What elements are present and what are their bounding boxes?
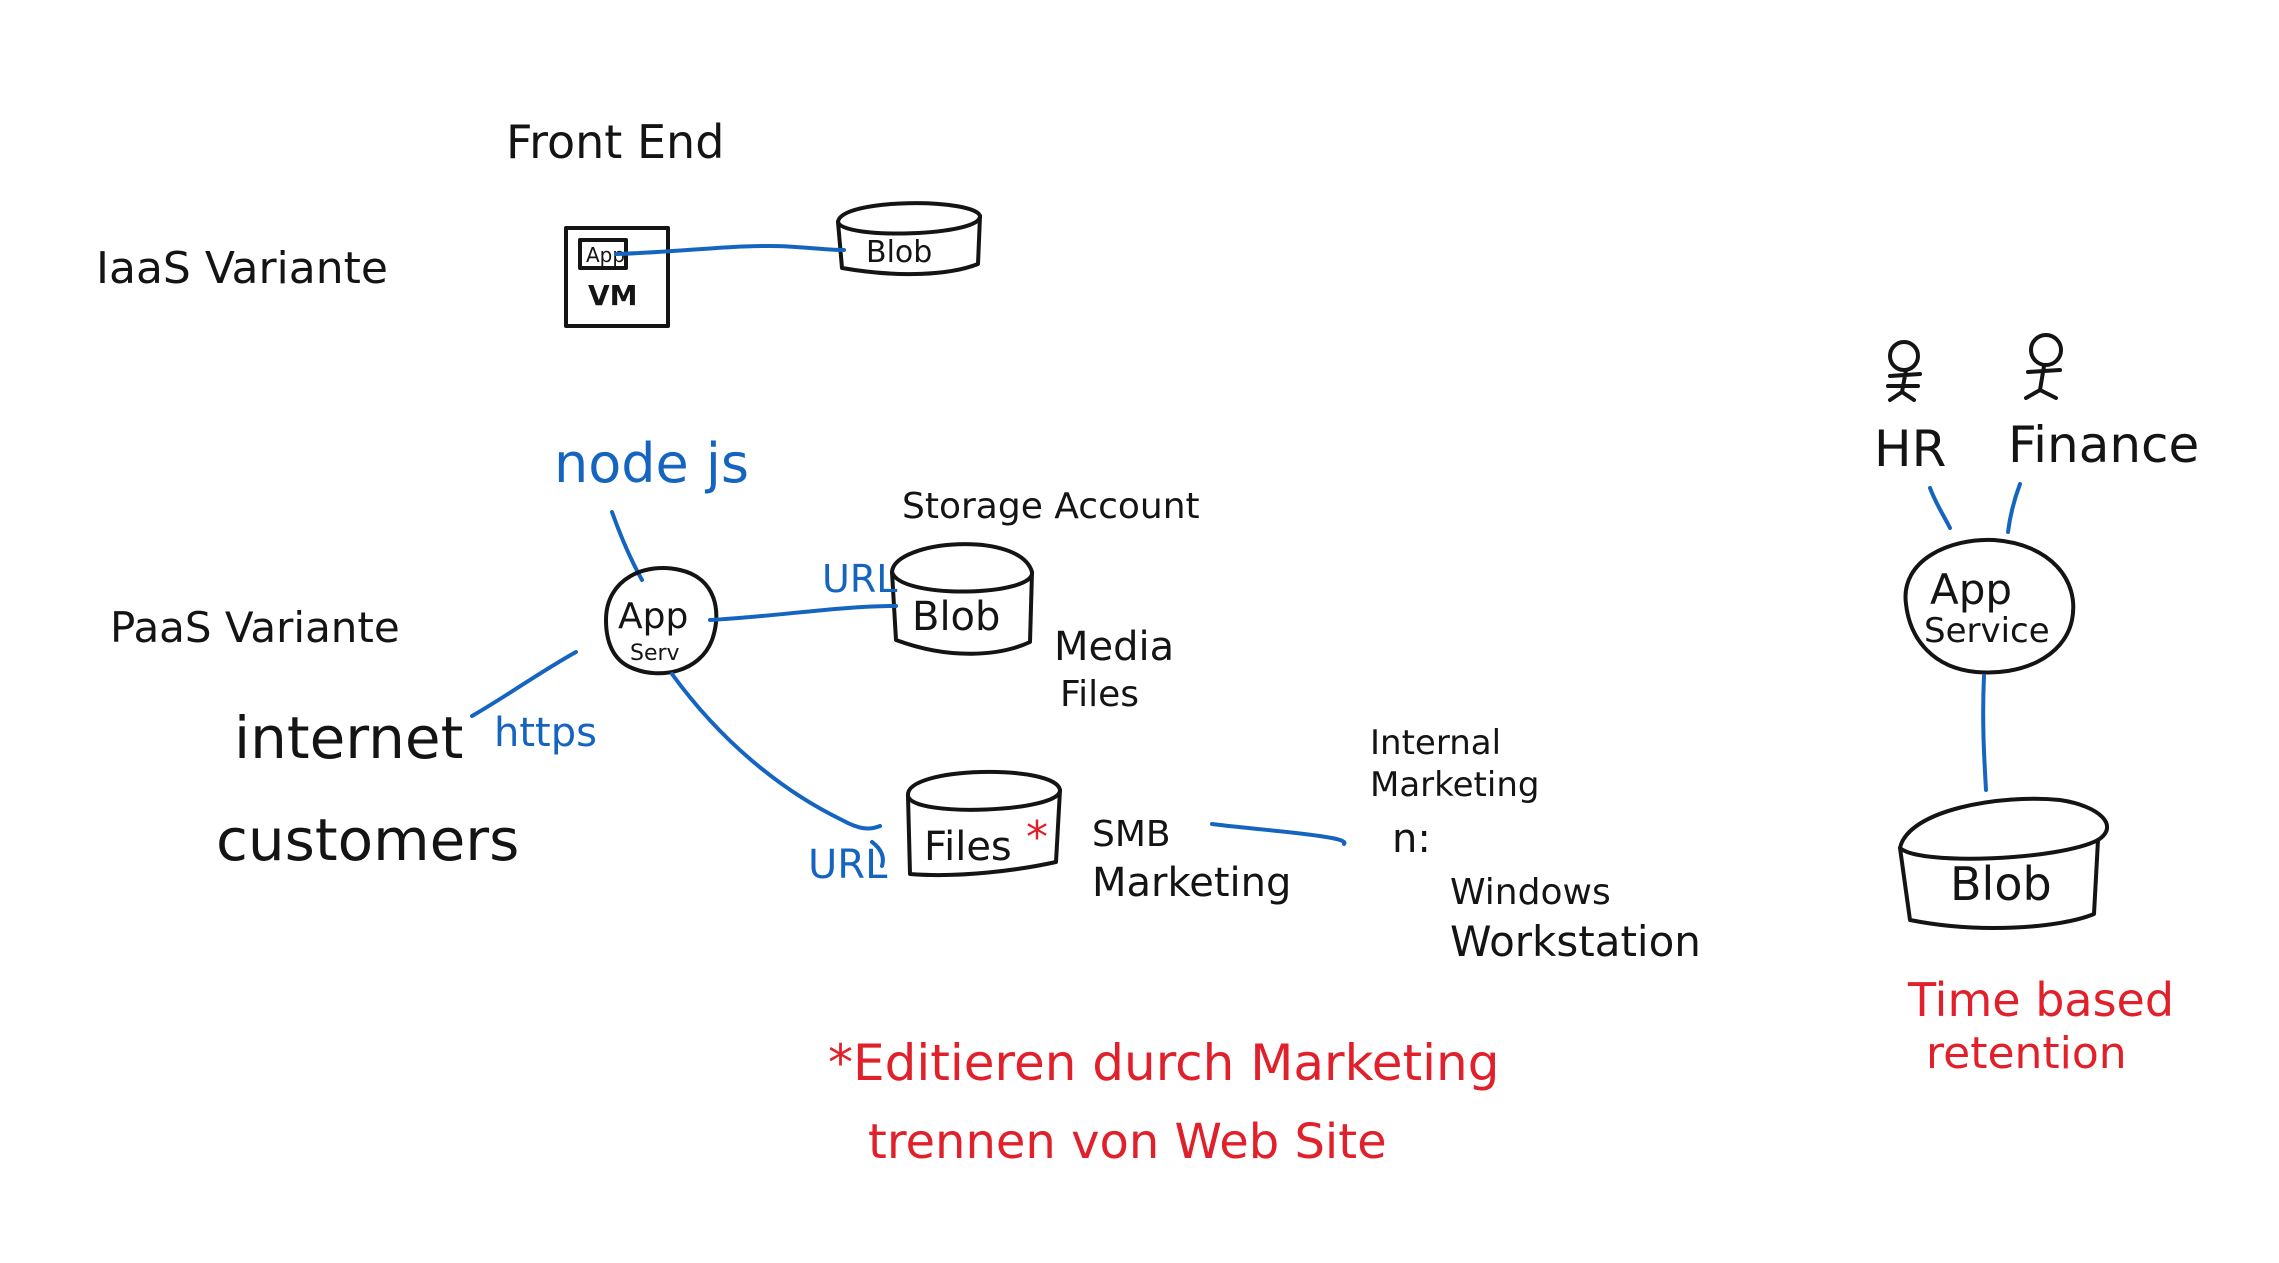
- files-connector-arrow: [870, 840, 885, 868]
- nodejs-label: node js: [554, 432, 749, 495]
- internal-app-service: App Service: [1903, 537, 2076, 675]
- iaas-blob: Blob: [836, 201, 982, 277]
- paas-app-service: App Serv: [604, 566, 719, 676]
- hr-body: [1886, 368, 1922, 402]
- internal-app-service-line1: App: [1930, 565, 2012, 614]
- vm-blob-connector: [614, 244, 846, 256]
- retention-line2: retention: [1926, 1028, 2127, 1079]
- storage-account-label: Storage Account: [902, 486, 1200, 527]
- finance-head: [2029, 333, 2063, 367]
- files-top: [906, 769, 1062, 812]
- files-share: Files *: [906, 769, 1062, 878]
- smb-line2: Marketing: [1092, 860, 1291, 906]
- vm-node: App VM: [564, 226, 670, 328]
- client-line1: internet: [234, 704, 463, 772]
- hr-label: HR: [1874, 420, 1946, 478]
- retention-line1: Time based: [1907, 973, 2174, 1027]
- internal-blob-body: [1898, 838, 2100, 930]
- smb-line1: SMB: [1092, 814, 1171, 855]
- vm-label: VM: [588, 279, 638, 312]
- iaas-blob-label: Blob: [866, 235, 932, 270]
- paas-app-service-line2: Serv: [630, 641, 680, 666]
- files-marker: *: [1026, 812, 1048, 863]
- paas-blob-label: Blob: [912, 594, 1000, 640]
- files-connector-label: URL: [808, 842, 888, 888]
- workstation-group-line2: Marketing: [1370, 765, 1539, 805]
- hr-connector: [1928, 486, 1952, 530]
- front-end-heading: Front End: [506, 115, 724, 169]
- blob-note-line2: Files: [1060, 674, 1139, 715]
- blob-connector-label: URL: [822, 557, 897, 601]
- hr-head: [1888, 340, 1920, 372]
- workstation-line1: Windows: [1450, 872, 1611, 913]
- vm-box: [564, 226, 670, 328]
- finance-body: [2024, 364, 2062, 400]
- workstation-line2: Workstation: [1450, 917, 1701, 966]
- paas-app-service-line1: App: [618, 596, 688, 637]
- paas-app-service-shape: [604, 566, 719, 676]
- iaas-blob-top: [836, 201, 982, 236]
- client-line2: customers: [216, 806, 519, 874]
- internal-app-service-line2: Service: [1924, 611, 2050, 651]
- appservice-blob-connector: [708, 604, 898, 622]
- workstation-count: n:: [1392, 816, 1431, 862]
- note-line2: trennen von Web Site: [868, 1114, 1387, 1170]
- internal-blob-label: Blob: [1950, 857, 2052, 911]
- paas-variant-label: PaaS Variante: [110, 603, 400, 652]
- nodejs-connector: [610, 510, 644, 582]
- smb-connector: [1210, 822, 1347, 846]
- iaas-variant-label: IaaS Variante: [96, 243, 388, 294]
- finance-label: Finance: [2008, 416, 2199, 474]
- iaas-blob-body: [836, 214, 982, 277]
- files-label: Files: [924, 824, 1012, 870]
- note-line1: *Editieren durch Marketing: [828, 1034, 1499, 1092]
- paas-blob-body: [890, 570, 1034, 656]
- internal-app-service-shape: [1903, 537, 2076, 675]
- workstation-group-line1: Internal: [1370, 723, 1501, 763]
- hr-user-icon: [1886, 340, 1922, 402]
- appservice-blob-vertical-connector: [1981, 674, 1988, 792]
- finance-connector: [2006, 482, 2022, 534]
- customers-connector-label: https: [494, 710, 597, 756]
- customers-connector: [470, 650, 578, 718]
- paas-blob-top: [890, 542, 1034, 594]
- paas-blob: Blob: [890, 542, 1034, 656]
- appservice-files-connector: [670, 672, 882, 831]
- internal-blob-top: [1898, 796, 2110, 861]
- files-body: [906, 788, 1062, 878]
- blob-note-line1: Media: [1054, 624, 1174, 670]
- internal-blob: Blob: [1898, 796, 2110, 930]
- finance-user-icon: [2024, 333, 2063, 400]
